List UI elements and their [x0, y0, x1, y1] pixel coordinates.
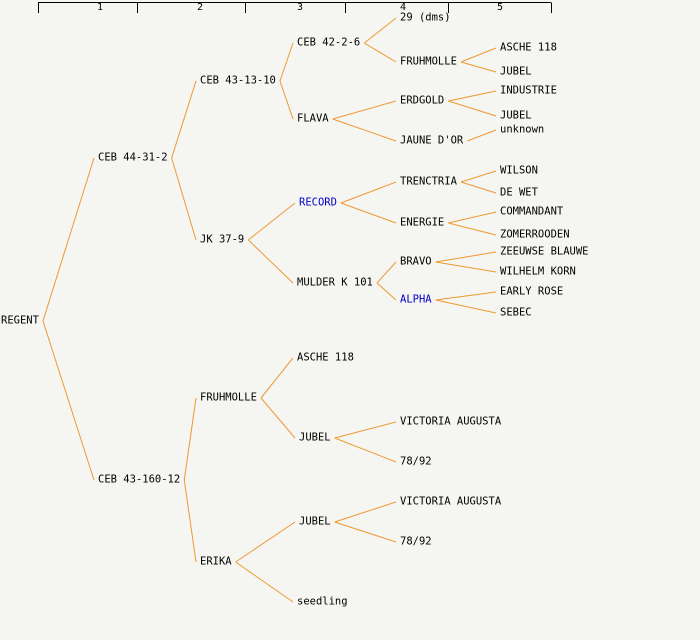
pedigree-edge [460, 170, 497, 183]
pedigree-edge [247, 239, 294, 284]
pedigree-node: CEB 44-31-2 [98, 151, 168, 164]
pedigree-edge [460, 47, 497, 63]
pedigree-node: CEB 43-160-12 [98, 473, 181, 486]
pedigree-edge [340, 202, 397, 224]
pedigree-node: JUBEL [299, 431, 331, 444]
pedigree-node: BRAVO [400, 255, 432, 268]
pedigree-edge [460, 181, 497, 194]
pedigree-node: ERDGOLD [400, 94, 445, 107]
pedigree-edge [376, 261, 397, 284]
generation-label: 1 [96, 2, 104, 13]
pedigree-node: INDUSTRIE [500, 84, 557, 97]
pedigree-node: REGENT [1, 314, 39, 327]
pedigree-node: CEB 42-2-6 [297, 36, 361, 49]
pedigree-node[interactable]: ALPHA [400, 293, 432, 306]
pedigree-edge [334, 501, 397, 523]
pedigree-edge [332, 100, 397, 120]
pedigree-edge [235, 521, 296, 563]
pedigree-edge [376, 282, 397, 301]
pedigree-node[interactable]: RECORD [299, 196, 337, 209]
pedigree-node: WILHELM KORN [500, 265, 576, 278]
pedigree-edge [332, 118, 397, 142]
pedigree-edge [435, 299, 497, 314]
pedigree-node: EARLY ROSE [500, 285, 564, 298]
pedigree-edge [435, 251, 497, 263]
pedigree-edge [448, 211, 497, 224]
pedigree-edge [183, 479, 197, 563]
pedigree-node: ZEEUWSE BLAUWE [500, 245, 589, 258]
pedigree-node: FLAVA [297, 112, 329, 125]
pedigree-node: WILSON [500, 164, 538, 177]
pedigree-edge [171, 80, 197, 159]
pedigree-node: FRUHMOLLE [400, 55, 457, 68]
pedigree-edge [171, 157, 197, 241]
pedigree-node: JUBEL [500, 65, 532, 78]
pedigree-edge [247, 202, 296, 241]
pedigree-node: unknown [500, 123, 545, 136]
pedigree-edge [448, 222, 497, 236]
pedigree-node: ASCHE 118 [297, 351, 354, 364]
pedigree-node: SEBEC [500, 306, 532, 319]
pedigree-edge [235, 561, 294, 603]
pedigree-edge [42, 157, 95, 322]
pedigree-edge [448, 90, 497, 102]
pedigree-edge [435, 291, 497, 301]
pedigree-node: CEB 43-13-10 [200, 74, 276, 87]
generation-label: 2 [196, 2, 204, 13]
pedigree-edge [183, 397, 197, 481]
pedigree-edge [435, 261, 497, 273]
pedigree-node: DE WET [500, 186, 538, 199]
pedigree-node: JAUNE D'OR [400, 134, 464, 147]
pedigree-node: COMMANDANT [500, 205, 564, 218]
generation-label: 5 [496, 2, 504, 13]
pedigree-node: ENERGIE [400, 216, 445, 229]
pedigree-node: seedling [297, 595, 348, 608]
pedigree-edge [334, 521, 397, 543]
pedigree-edge [460, 61, 497, 73]
pedigree-edge [260, 357, 294, 399]
pedigree-node: JUBEL [500, 109, 532, 122]
pedigree-edge [448, 100, 497, 117]
pedigree-node: VICTORIA AUGUSTA [400, 495, 502, 508]
generation-label: 3 [296, 2, 304, 13]
pedigree-node: MULDER K 101 [297, 276, 373, 289]
pedigree-node: JUBEL [299, 515, 331, 528]
pedigree-edge [467, 129, 497, 142]
pedigree-edge [279, 42, 294, 82]
pedigree-node: 78/92 [400, 535, 432, 548]
pedigree-edge [279, 80, 294, 120]
pedigree-edge [340, 181, 397, 204]
pedigree-edge [364, 42, 397, 63]
pedigree-node: VICTORIA AUGUSTA [400, 415, 502, 428]
pedigree-edge [334, 421, 397, 439]
pedigree-edge [260, 397, 296, 439]
pedigree-node: JK 37-9 [200, 233, 245, 246]
generation-label: 4 [399, 2, 407, 13]
pedigree-node: 29 (dms) [400, 11, 451, 24]
pedigree-node: 78/92 [400, 455, 432, 468]
pedigree-node: ZOMERROODEN [500, 228, 570, 241]
pedigree-edge [42, 320, 95, 481]
pedigree-edge [334, 437, 397, 463]
pedigree-node: FRUHMOLLE [200, 391, 257, 404]
pedigree-node: ERIKA [200, 555, 232, 568]
pedigree-edge [363, 17, 397, 44]
pedigree-node: TRENCTRIA [400, 175, 457, 188]
pedigree-node: ASCHE 118 [500, 41, 557, 54]
